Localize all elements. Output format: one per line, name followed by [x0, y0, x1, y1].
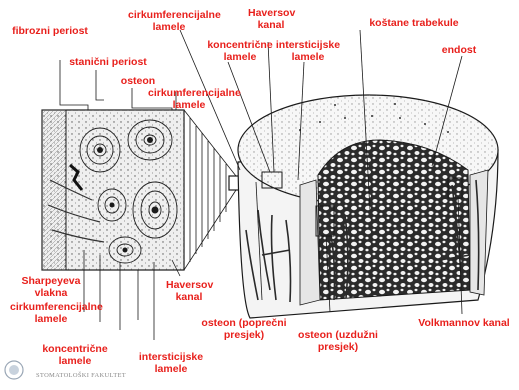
label-endosteum: endost — [436, 45, 482, 57]
label-osteon-top: osteon — [118, 76, 158, 88]
label-concentric-lamellae-bottom: koncentrične lamele — [36, 344, 114, 367]
magnified-section — [42, 110, 184, 270]
label-haversian-canal-bottom: Haversov kanal — [166, 280, 212, 303]
label-interstitial-lamellae-top: intersticijske lamele — [272, 40, 344, 63]
label-interstitial-lamellae-bottom: intersticijske lamele — [134, 352, 208, 375]
label-cellular-periosteum: stanični periost — [62, 57, 154, 69]
label-circ-lamellae-top: cirkumferencijalne lamele — [128, 10, 210, 33]
label-trabeculae: koštane trabekule — [364, 18, 464, 30]
label-circ-lamellae-mid: cirkumferencijalne lamele — [148, 88, 230, 111]
zoom-lines — [184, 110, 236, 270]
label-osteon-long: osteon (uzdužni presjek) — [286, 330, 390, 353]
bone-segment — [238, 95, 498, 318]
label-haversian-canal-top: Haversov kanal — [248, 8, 294, 31]
faculty-logo — [5, 361, 23, 379]
label-circ-lamellae-bottom: cirkumferencijalne lamele — [10, 302, 92, 325]
faculty-name: STOMATOLOŠKI FAKULTET — [36, 372, 126, 379]
label-osteon-cross: osteon (poprečni presjek) — [196, 318, 292, 341]
label-sharpey-fibers: Sharpeyeva vlakna — [18, 276, 84, 299]
label-concentric-lamellae-top: koncentrične lamele — [198, 40, 282, 63]
label-volkmann: Volkmannov kanal — [412, 318, 516, 330]
label-fibrous-periosteum: fibrozni periost — [6, 26, 94, 38]
